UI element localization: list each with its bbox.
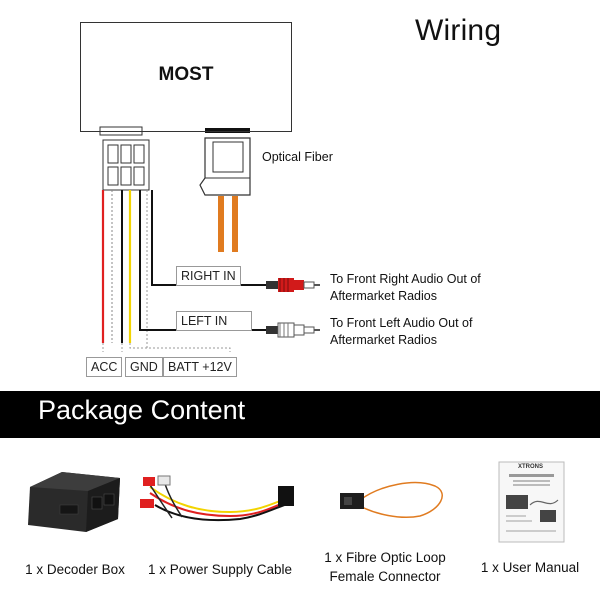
batt-label: BATT +12V [163,357,237,377]
caption-line: 1 x Decoder Box [25,562,125,577]
rca-left-plug [266,322,320,338]
package-item-decoder-box: 1 x Decoder Box [10,560,140,579]
fibre-loop-image [340,481,443,518]
caption-line: 1 x Fibre Optic Loop [324,550,446,565]
left-rca-lead [139,190,268,331]
package-content-band [0,391,600,438]
package-item-power-cable: 1 x Power Supply Cable [140,560,300,579]
manual-brand: XTRONS [518,464,544,470]
package-item-user-manual: 1 x User Manual [470,558,590,577]
most-module-box [80,22,292,132]
right-desc-line1: To Front Right Audio Out of [330,272,481,286]
optical-fiber-connector [199,137,251,252]
caption-line: 1 x Power Supply Cable [147,562,293,577]
rca-right-plug [266,278,320,292]
right-in-label: RIGHT IN [176,266,241,286]
user-manual-image [498,461,565,543]
left-in-label: LEFT IN [176,311,253,331]
decoder-box-image [28,472,120,532]
left-desc-line1: To Front Left Audio Out of [330,316,473,330]
harness-plug [102,139,150,191]
caption-line-2: Female Connector [329,569,441,584]
caption-line: 1 x User Manual [480,560,580,575]
optical-fiber-label: Optical Fiber [262,150,333,164]
power-cable-image [140,475,294,522]
most-module-label: MOST [158,64,214,85]
package-content-title: Package Content [38,395,246,425]
right-destination-text: To Front Right Audio Out of Aftermarket … [330,271,481,305]
left-destination-text: To Front Left Audio Out of Aftermarket R… [330,315,472,349]
package-item-fibre-loop: 1 x Fibre Optic Loop Female Connector [310,548,460,586]
left-desc-line2: Aftermarket Radios [330,333,437,347]
gnd-label: GND [125,357,163,377]
right-desc-line2: Aftermarket Radios [330,289,437,303]
acc-label: ACC [86,357,123,377]
wiring-title: Wiring [415,14,502,47]
fiber-socket [205,128,250,133]
